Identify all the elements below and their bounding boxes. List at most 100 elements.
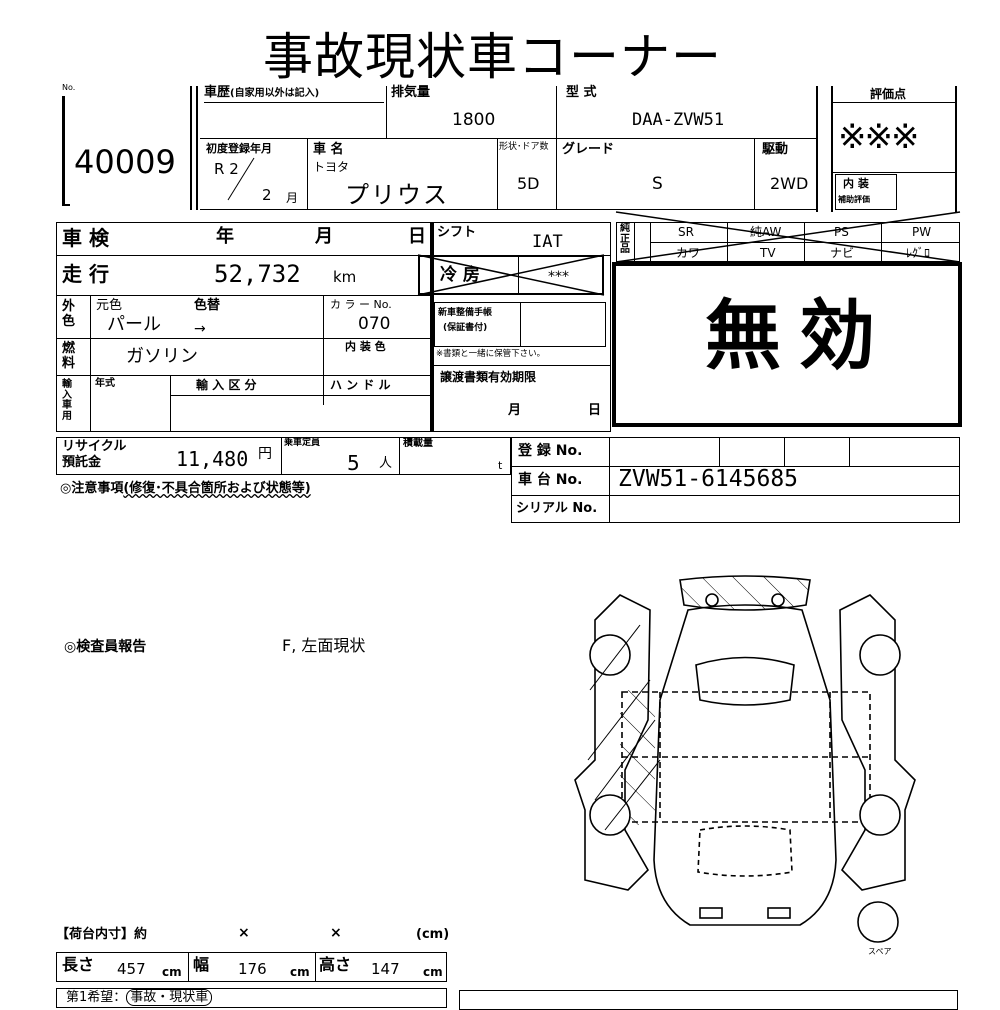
interior-color-label: 内 装 色 xyxy=(345,340,386,353)
invalid-stamp-box xyxy=(612,262,962,427)
history-underline xyxy=(204,102,384,103)
shift-value: IAT xyxy=(532,232,563,252)
equip-tv: TV xyxy=(760,246,776,260)
inspection-day: 日 xyxy=(408,226,426,247)
registration-label: 登 録 No. xyxy=(518,443,583,459)
notes-label: ◎注意事項(修復･不具合箇所および状態等) xyxy=(60,481,311,496)
lot-divider-1 xyxy=(190,86,192,210)
rating-value: ※※※ xyxy=(838,117,919,157)
car-name: プリウス xyxy=(345,181,449,209)
first-reg-month: 2 xyxy=(262,186,272,204)
first-reg-month-unit: 月 xyxy=(286,191,299,205)
lot-number: 40009 xyxy=(74,143,176,181)
model-value: DAA-ZVW51 xyxy=(632,110,725,130)
transfer-label: 譲渡書類有効期限 xyxy=(440,370,537,384)
recycle-row xyxy=(56,437,511,475)
maintenance-label: 新車整備手帳 xyxy=(438,308,493,318)
chassis-label: 車 台 No. xyxy=(518,472,583,488)
recycle-value: 11,480 xyxy=(176,447,249,471)
displacement-label: 排気量 xyxy=(391,85,431,100)
height-label: 高さ xyxy=(319,955,352,974)
length-unit: cm xyxy=(162,965,182,979)
aircon-label: 冷 房 xyxy=(440,265,480,285)
grade-value: S xyxy=(652,174,663,194)
load-unit: t xyxy=(498,459,503,472)
color-orig-label: 元色 xyxy=(96,298,123,313)
shape-value: 5D xyxy=(517,174,540,193)
displacement-value: 1800 xyxy=(452,110,496,130)
request-label: 第1希望：事故・現状車 xyxy=(66,989,213,1006)
import-handle-label: ハ ン ド ル xyxy=(330,378,391,392)
drive-value: 2WD xyxy=(770,174,809,193)
height-unit: cm xyxy=(423,965,443,979)
length-label: 長さ xyxy=(62,955,95,974)
first-reg-label: 初度登録年月 xyxy=(206,142,272,155)
fuel-value: ガソリン xyxy=(126,346,198,367)
import-type-label: 輸 入 区 分 xyxy=(196,378,257,392)
color-arrow: → xyxy=(194,321,206,337)
color-orig: パール xyxy=(107,314,161,335)
color-side-label: 外色 xyxy=(62,299,76,329)
aircon-box xyxy=(418,255,604,295)
equip-pw: PW xyxy=(912,225,932,239)
transfer-month: 月 xyxy=(508,403,522,418)
capacity-label: 乗車定員 xyxy=(284,438,321,448)
maintenance-note: ※書類と一緒に保管下さい。 xyxy=(436,349,546,359)
cargo-label: 【荷台内寸】約 xyxy=(56,927,148,942)
cargo-x1: × xyxy=(238,925,250,941)
rating-label: 評価点 xyxy=(870,87,907,101)
transfer-day: 日 xyxy=(588,403,602,418)
equip-reglo: ﾚｸﾞﾛ xyxy=(906,246,931,260)
invalid-stamp: 無効 xyxy=(705,291,893,380)
spare-label: スペア xyxy=(868,947,892,956)
remarks-box xyxy=(459,990,958,1010)
cargo-x2: × xyxy=(330,925,342,941)
height-value: 147 xyxy=(371,960,400,978)
mileage-unit: km xyxy=(333,268,357,286)
model-label: 型 式 xyxy=(566,85,597,100)
car-name-label: 車 名 xyxy=(313,142,344,157)
width-value: 176 xyxy=(238,960,267,978)
aircon-value: *** xyxy=(548,269,569,285)
inspection-month: 月 xyxy=(315,226,333,247)
equip-navi: ナビ xyxy=(830,246,855,260)
cargo-unit: (cm) xyxy=(416,927,450,942)
lot-no-label: No. xyxy=(62,83,76,92)
length-value: 457 xyxy=(117,960,146,978)
shape-label: 形状･ドア数 xyxy=(499,142,549,152)
shift-label: シフト xyxy=(437,225,477,240)
page-title: 事故現状車コーナー xyxy=(263,28,722,86)
equipment-side-label: 純正品 xyxy=(620,223,630,255)
lot-bracket-left xyxy=(62,96,65,206)
interior-label: 内 装 xyxy=(843,177,869,190)
capacity-value: 5 xyxy=(347,451,360,475)
first-reg-era: R 2 xyxy=(214,160,239,178)
load-label: 積載量 xyxy=(403,438,433,449)
drive-label: 駆動 xyxy=(762,142,789,157)
mileage-label: 走 行 xyxy=(62,262,109,286)
inspection-label: 車 検 xyxy=(62,226,109,250)
interior-sub: 補助評価 xyxy=(838,195,870,204)
chassis-value: ZVW51-6145685 xyxy=(618,466,799,492)
history-label: 車歴(自家用以外は記入) xyxy=(204,85,320,100)
color-change-label: 色替 xyxy=(194,298,221,313)
inspection-year: 年 xyxy=(216,226,234,247)
lot-bracket-bottom xyxy=(62,204,70,206)
inspector-label: ◎検査員報告 xyxy=(64,639,147,655)
left-info-table xyxy=(56,222,431,432)
recycle-unit: 円 xyxy=(258,446,272,462)
maintenance-sub: (保証書付) xyxy=(443,323,488,333)
color-code-label: カ ラ ー No. xyxy=(330,298,392,311)
fuel-side-label: 燃料 xyxy=(62,341,76,371)
inspector-text: F, 左面現状 xyxy=(282,636,366,655)
dims-table xyxy=(56,952,447,982)
interior-rating-box xyxy=(835,174,897,210)
mileage-value: 52,732 xyxy=(214,260,301,288)
registration-table xyxy=(511,437,960,523)
lot-divider-2 xyxy=(196,86,198,210)
serial-label: シリアル No. xyxy=(516,501,598,516)
